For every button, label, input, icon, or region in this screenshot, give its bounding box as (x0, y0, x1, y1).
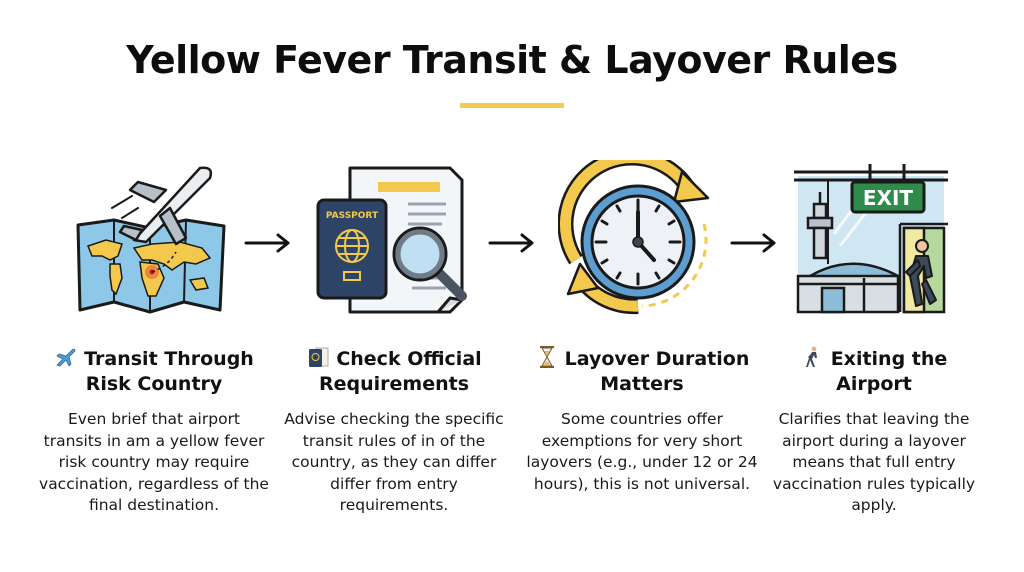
step-heading: Transit Through Risk Country (38, 346, 270, 397)
airplane-map-illustration (76, 166, 226, 314)
step-description: Even brief that airport transits in am a… (39, 410, 269, 514)
arrow-right-icon (244, 233, 290, 253)
step-check-official-requirements: Check Official Requirements Advise check… (278, 346, 510, 517)
walking-person-icon (805, 346, 817, 367)
passport-label: PASSPORT (326, 211, 379, 221)
step-heading: Check Official Requirements (278, 346, 510, 397)
step-heading: Layover Duration Matters (526, 346, 758, 397)
step-description: Clarifies that leaving the airport durin… (772, 410, 976, 514)
step-layover-duration-matters: Layover Duration Matters Some countries … (526, 346, 758, 495)
passport-icon (309, 347, 329, 367)
step-exiting-the-airport: Exiting the Airport Clarifies that leavi… (758, 346, 990, 517)
airplane-icon (56, 348, 76, 367)
step-heading: Exiting the Airport (758, 346, 990, 397)
passport-document-illustration: PASSPORT (316, 166, 467, 314)
page-title: Yellow Fever Transit & Layover Rules (126, 38, 898, 82)
step-description: Some countries offer exemptions for very… (526, 410, 758, 493)
arrow-right-icon (730, 233, 776, 253)
step-description: Advise checking the specific transit rul… (284, 410, 504, 514)
exit-sign-label: EXIT (863, 186, 914, 210)
title-underline (460, 103, 564, 108)
arrow-right-icon (488, 233, 534, 253)
clock-cycle-illustration (558, 160, 710, 315)
hourglass-icon (539, 346, 554, 368)
airport-exit-illustration: EXIT (794, 164, 948, 314)
step-transit-through-risk-country: Transit Through Risk Country Even brief … (38, 346, 270, 517)
